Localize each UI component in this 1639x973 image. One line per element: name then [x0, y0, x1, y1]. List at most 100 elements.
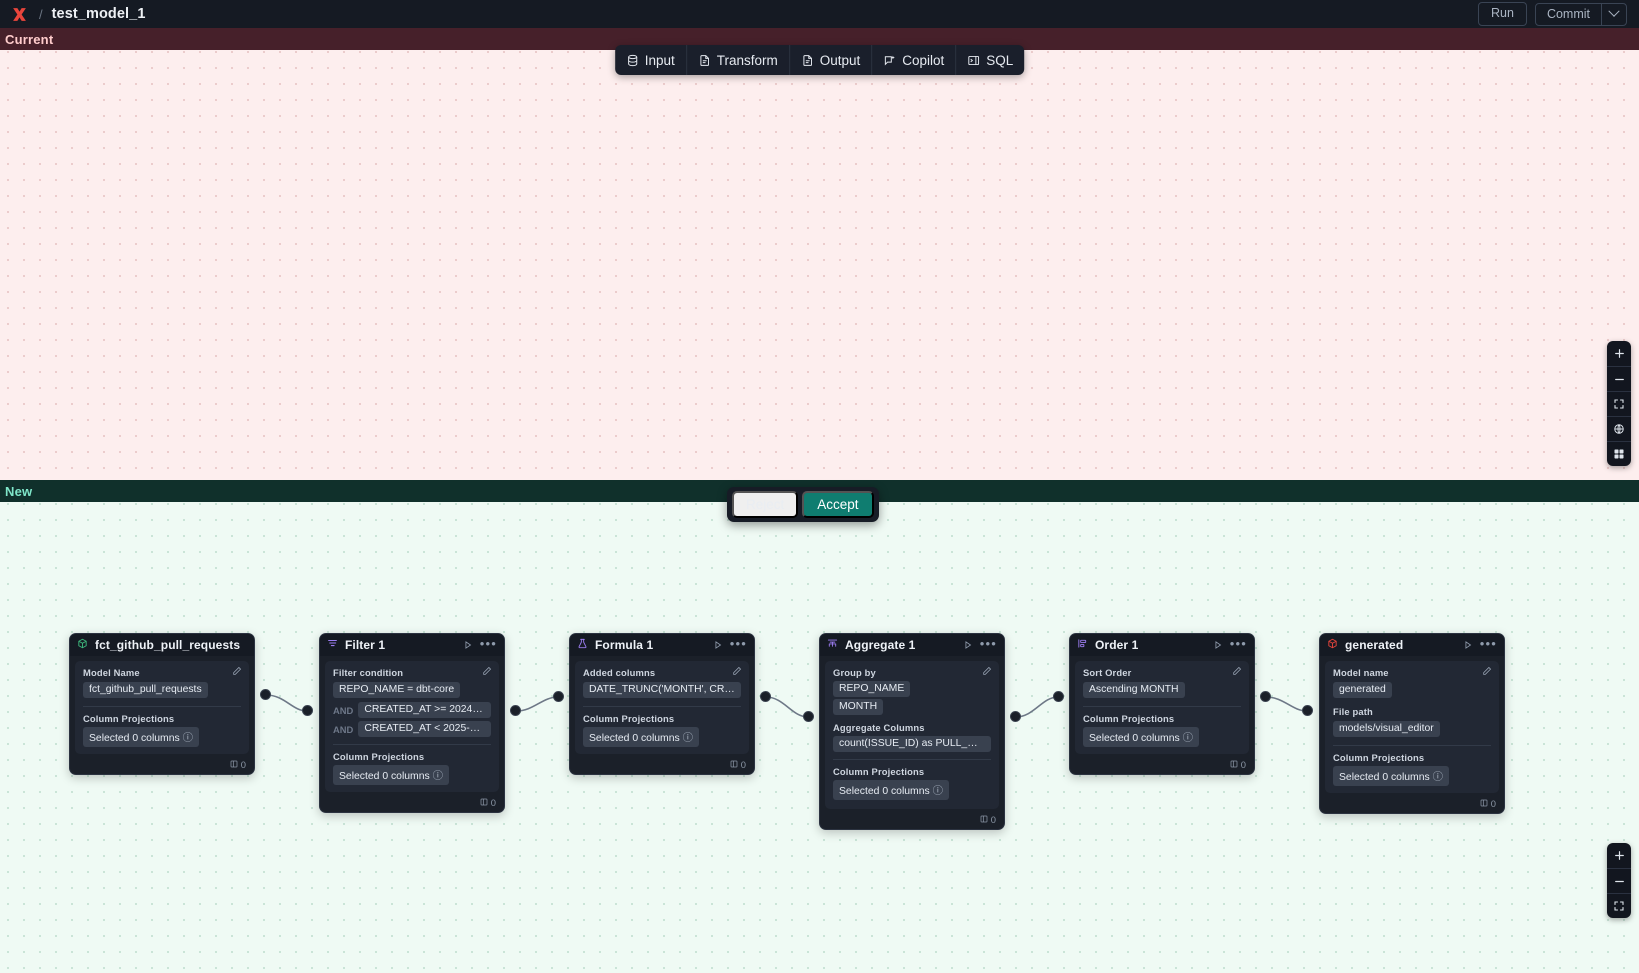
- chip-added-columns[interactable]: DATE_TRUNC('MONTH', CREATED_AT...: [583, 681, 741, 698]
- chip-filter-condition-2[interactable]: CREATED_AT >= 2024-12-01: [358, 702, 491, 718]
- node-footer: 0: [1320, 798, 1504, 813]
- field-label-column-projections: Column Projections: [1083, 713, 1175, 724]
- divider: [1333, 745, 1491, 746]
- toolbar-item-transform[interactable]: Transform: [685, 45, 789, 75]
- field-label-column-projections: Column Projections: [583, 713, 675, 724]
- new-pane-label: New: [5, 483, 33, 499]
- chip-column-projections[interactable]: Selected 0 columns: [583, 727, 699, 747]
- commit-split-button[interactable]: Commit: [1534, 2, 1627, 26]
- field-label-filter-condition: Filter condition: [333, 667, 404, 678]
- conjunction-and: AND: [333, 723, 354, 735]
- field-label-column-projections: Column Projections: [833, 766, 925, 777]
- chip-column-projections[interactable]: Selected 0 columns: [83, 727, 199, 747]
- divider: [583, 706, 741, 707]
- node-formula-1[interactable]: Formula 1 ••• Added columns DATE_TRUNC('…: [569, 633, 755, 775]
- toolbar-label-copilot: Copilot: [902, 52, 945, 68]
- port-out-source[interactable]: [260, 689, 271, 700]
- chip-model-name[interactable]: fct_github_pull_requests: [83, 681, 208, 698]
- toolbar-item-sql[interactable]: SQL: [955, 45, 1024, 75]
- node-fct-github-pull-requests[interactable]: fct_github_pull_requests ••• Model Name …: [69, 633, 255, 775]
- chip-file-path[interactable]: models/visual_editor: [1333, 720, 1440, 737]
- commit-button[interactable]: Commit: [1546, 6, 1590, 21]
- port-in-filter[interactable]: [302, 705, 313, 716]
- recenter-icon[interactable]: [1607, 416, 1631, 441]
- port-in-aggregate[interactable]: [803, 711, 814, 722]
- chip-group-by-1[interactable]: REPO_NAME: [833, 681, 911, 697]
- chip-aggregate-columns[interactable]: count(ISSUE_ID) as PULL_REQUEST_...: [833, 736, 991, 752]
- run-node-icon[interactable]: [1463, 640, 1473, 650]
- run-node-icon[interactable]: [1213, 640, 1223, 650]
- accept-button[interactable]: Accept: [802, 491, 874, 518]
- reject-button[interactable]: Reject: [732, 491, 799, 518]
- chip-model-name[interactable]: generated: [1333, 681, 1392, 698]
- chevron-down-icon[interactable]: [1601, 3, 1626, 25]
- toolbar-item-input[interactable]: Input: [615, 45, 686, 75]
- conjunction-and: AND: [333, 704, 354, 716]
- field-label-added-columns: Added columns: [583, 667, 656, 678]
- toolbar-item-output[interactable]: Output: [788, 45, 872, 75]
- page-title: test_model_1: [51, 6, 146, 22]
- node-header: generated •••: [1320, 634, 1504, 656]
- row-count: 0: [1240, 759, 1246, 770]
- node-menu-icon[interactable]: •••: [479, 636, 497, 651]
- node-body: Model Name fct_github_pull_requests Colu…: [75, 661, 249, 754]
- port-in-order[interactable]: [1053, 691, 1064, 702]
- node-aggregate-1[interactable]: Aggregate 1 ••• Group by REPO_NAME MONTH…: [819, 633, 1005, 830]
- node-menu-icon[interactable]: •••: [729, 636, 747, 651]
- node-menu-icon[interactable]: •••: [1229, 636, 1247, 651]
- field-label-group-by: Group by: [833, 667, 876, 678]
- chip-column-projections[interactable]: Selected 0 columns: [1333, 766, 1449, 786]
- node-header: Formula 1 •••: [570, 634, 754, 656]
- fit-view-icon[interactable]: [1607, 893, 1631, 918]
- edit-pencil-icon[interactable]: [232, 666, 242, 676]
- new-pane-zoom-controls: [1607, 843, 1631, 918]
- run-button[interactable]: Run: [1478, 2, 1527, 26]
- toolbar-item-copilot[interactable]: Copilot: [871, 45, 955, 75]
- port-out-aggregate[interactable]: [1010, 711, 1021, 722]
- fit-view-icon[interactable]: [1607, 391, 1631, 416]
- zoom-out-icon[interactable]: [1607, 366, 1631, 391]
- run-node-icon[interactable]: [963, 640, 973, 650]
- node-title: Aggregate 1: [845, 638, 916, 652]
- grid-icon[interactable]: [1607, 441, 1631, 466]
- chip-column-projections[interactable]: Selected 0 columns: [1083, 727, 1199, 747]
- sql-panel-icon: [967, 54, 980, 67]
- node-menu-icon[interactable]: •••: [979, 636, 997, 651]
- chip-column-projections[interactable]: Selected 0 columns: [833, 780, 949, 800]
- run-node-icon[interactable]: [713, 640, 723, 650]
- new-canvas-pane[interactable]: New: [0, 480, 1639, 973]
- port-out-filter[interactable]: [510, 705, 521, 716]
- field-label-sort-order: Sort Order: [1083, 667, 1132, 678]
- node-filter-1[interactable]: Filter 1 ••• Filter condition REPO_NAME …: [319, 633, 505, 813]
- port-in-generated[interactable]: [1302, 705, 1313, 716]
- row-count: 0: [1490, 798, 1496, 809]
- edit-pencil-icon[interactable]: [1482, 666, 1492, 676]
- run-node-icon[interactable]: [254, 640, 255, 650]
- port-out-order[interactable]: [1260, 691, 1271, 702]
- port-in-formula[interactable]: [553, 691, 564, 702]
- node-header: Aggregate 1 •••: [820, 634, 1004, 656]
- chip-column-projections[interactable]: Selected 0 columns: [333, 765, 449, 785]
- chip-sort-order[interactable]: Ascending MONTH: [1083, 681, 1185, 698]
- node-order-1[interactable]: Order 1 ••• Sort Order Ascending MONTH C…: [1069, 633, 1255, 775]
- toolbar-label-output: Output: [819, 52, 861, 68]
- port-out-formula[interactable]: [760, 691, 771, 702]
- edit-pencil-icon[interactable]: [982, 666, 992, 676]
- chip-filter-condition-1[interactable]: REPO_NAME = dbt-core: [333, 681, 461, 698]
- node-menu-icon[interactable]: •••: [1479, 636, 1497, 651]
- row-count: 0: [740, 759, 746, 770]
- zoom-in-icon[interactable]: [1607, 341, 1631, 366]
- zoom-in-icon[interactable]: [1607, 843, 1631, 868]
- logo-x-icon[interactable]: [8, 3, 30, 25]
- chip-filter-condition-3[interactable]: CREATED_AT < 2025-03-01: [358, 721, 491, 737]
- current-pane-label-bar: Current: [0, 28, 1639, 50]
- zoom-out-icon[interactable]: [1607, 868, 1631, 893]
- edit-pencil-icon[interactable]: [1232, 666, 1242, 676]
- current-canvas-pane[interactable]: Current: [0, 28, 1639, 480]
- edit-pencil-icon[interactable]: [732, 666, 742, 676]
- node-generated[interactable]: generated ••• Model name generated File …: [1319, 633, 1505, 814]
- run-node-icon[interactable]: [463, 640, 473, 650]
- node-body: Group by REPO_NAME MONTH Aggregate Colum…: [825, 661, 999, 809]
- chip-group-by-2[interactable]: MONTH: [833, 699, 884, 715]
- edit-pencil-icon[interactable]: [482, 666, 492, 676]
